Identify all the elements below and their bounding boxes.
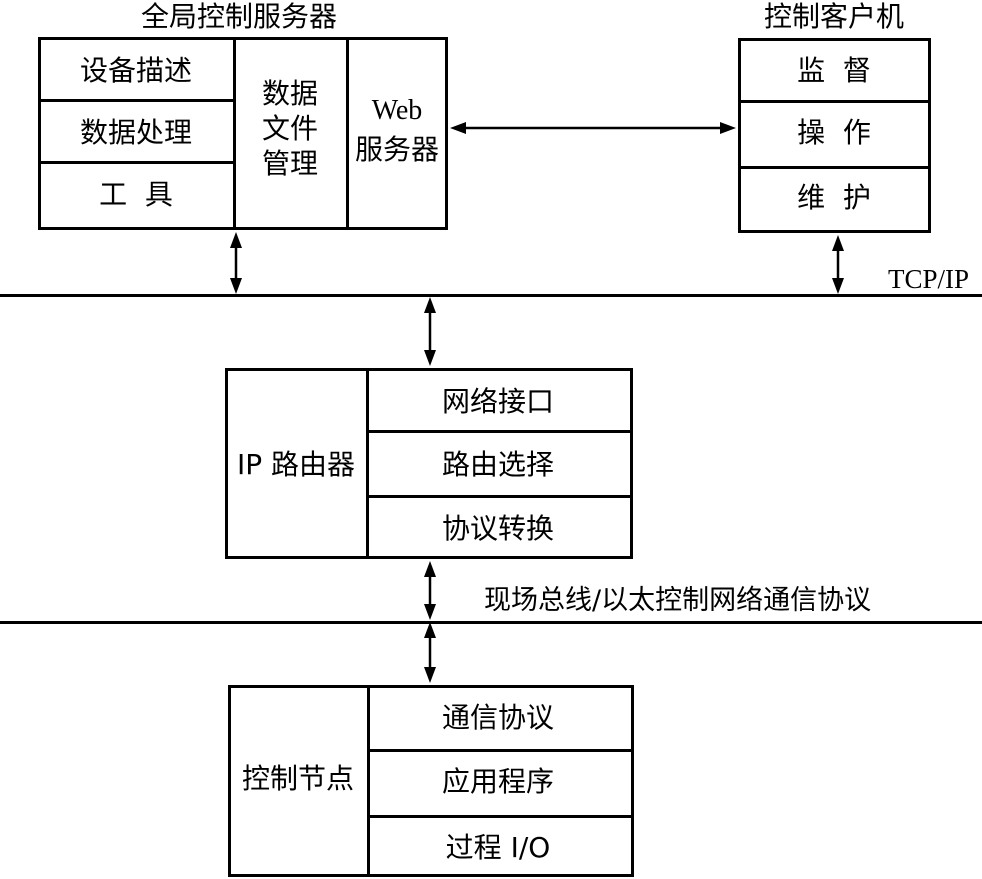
server-divider-1 <box>233 37 236 230</box>
client-row-divider-1 <box>738 100 931 103</box>
router-divider <box>366 368 369 559</box>
client-row-divider-2 <box>738 166 931 169</box>
server-divider-2 <box>346 37 349 230</box>
arrowhead-server-down <box>230 278 242 294</box>
arrowhead-client-right <box>720 122 736 134</box>
data-processing-cell: 数据处理 <box>79 116 193 149</box>
server-title: 全局控制服务器 <box>140 0 338 33</box>
arrowhead-router-fieldbus-up <box>424 561 436 577</box>
data-file-management-cell: 数据 文件 管理 <box>261 77 319 180</box>
client-box <box>738 38 931 233</box>
control-node-row-divider-2 <box>367 815 634 818</box>
communication-protocol-cell: 通信协议 <box>441 701 555 734</box>
control-node-box <box>228 685 634 877</box>
operate-cell: 操 作 <box>797 116 871 149</box>
network-interface-cell: 网络接口 <box>441 385 555 418</box>
control-node-label: 控制节点 <box>241 762 355 795</box>
fieldbus-line <box>0 621 982 624</box>
tcpip-label: TCP/IP <box>888 264 970 294</box>
server-row-divider-1 <box>38 99 235 102</box>
server-row-divider-2 <box>38 161 235 164</box>
arrowhead-client-down <box>832 278 844 294</box>
application-program-cell: 应用程序 <box>441 765 555 798</box>
arrowhead-fieldbus-node-up <box>424 622 436 638</box>
server-box <box>38 37 448 230</box>
protocol-conversion-cell: 协议转换 <box>441 512 555 545</box>
web-server-label-line1: Web <box>371 95 423 126</box>
router-row-divider-2 <box>366 495 633 498</box>
arrowhead-server-up <box>230 232 242 248</box>
web-server-label-line2: 服务器 <box>354 133 440 166</box>
control-node-row-divider-1 <box>367 749 634 752</box>
maintain-cell: 维 护 <box>797 181 871 214</box>
router-box <box>225 368 633 559</box>
process-io-cell: 过程 I/O <box>445 831 551 864</box>
router-row-divider-1 <box>366 430 633 433</box>
arrowhead-router-fieldbus-down <box>424 604 436 620</box>
tools-cell: 工 具 <box>99 178 173 211</box>
fieldbus-label: 现场总线/以太控制网络通信协议 <box>484 585 872 616</box>
routing-selection-cell: 路由选择 <box>441 448 555 481</box>
arrowhead-tcpip-router-up <box>424 297 436 313</box>
tcpip-bus-line <box>0 294 982 297</box>
arrowhead-web-left <box>450 122 466 134</box>
supervise-cell: 监 督 <box>797 54 871 87</box>
arrowhead-fieldbus-node-down <box>424 667 436 683</box>
router-label: IP 路由器 <box>236 448 356 481</box>
arrowhead-client-up <box>832 235 844 251</box>
arrowhead-tcpip-router-down <box>424 350 436 366</box>
control-node-divider <box>367 685 370 877</box>
device-description-cell: 设备描述 <box>79 54 193 87</box>
client-title: 控制客户机 <box>763 0 905 33</box>
